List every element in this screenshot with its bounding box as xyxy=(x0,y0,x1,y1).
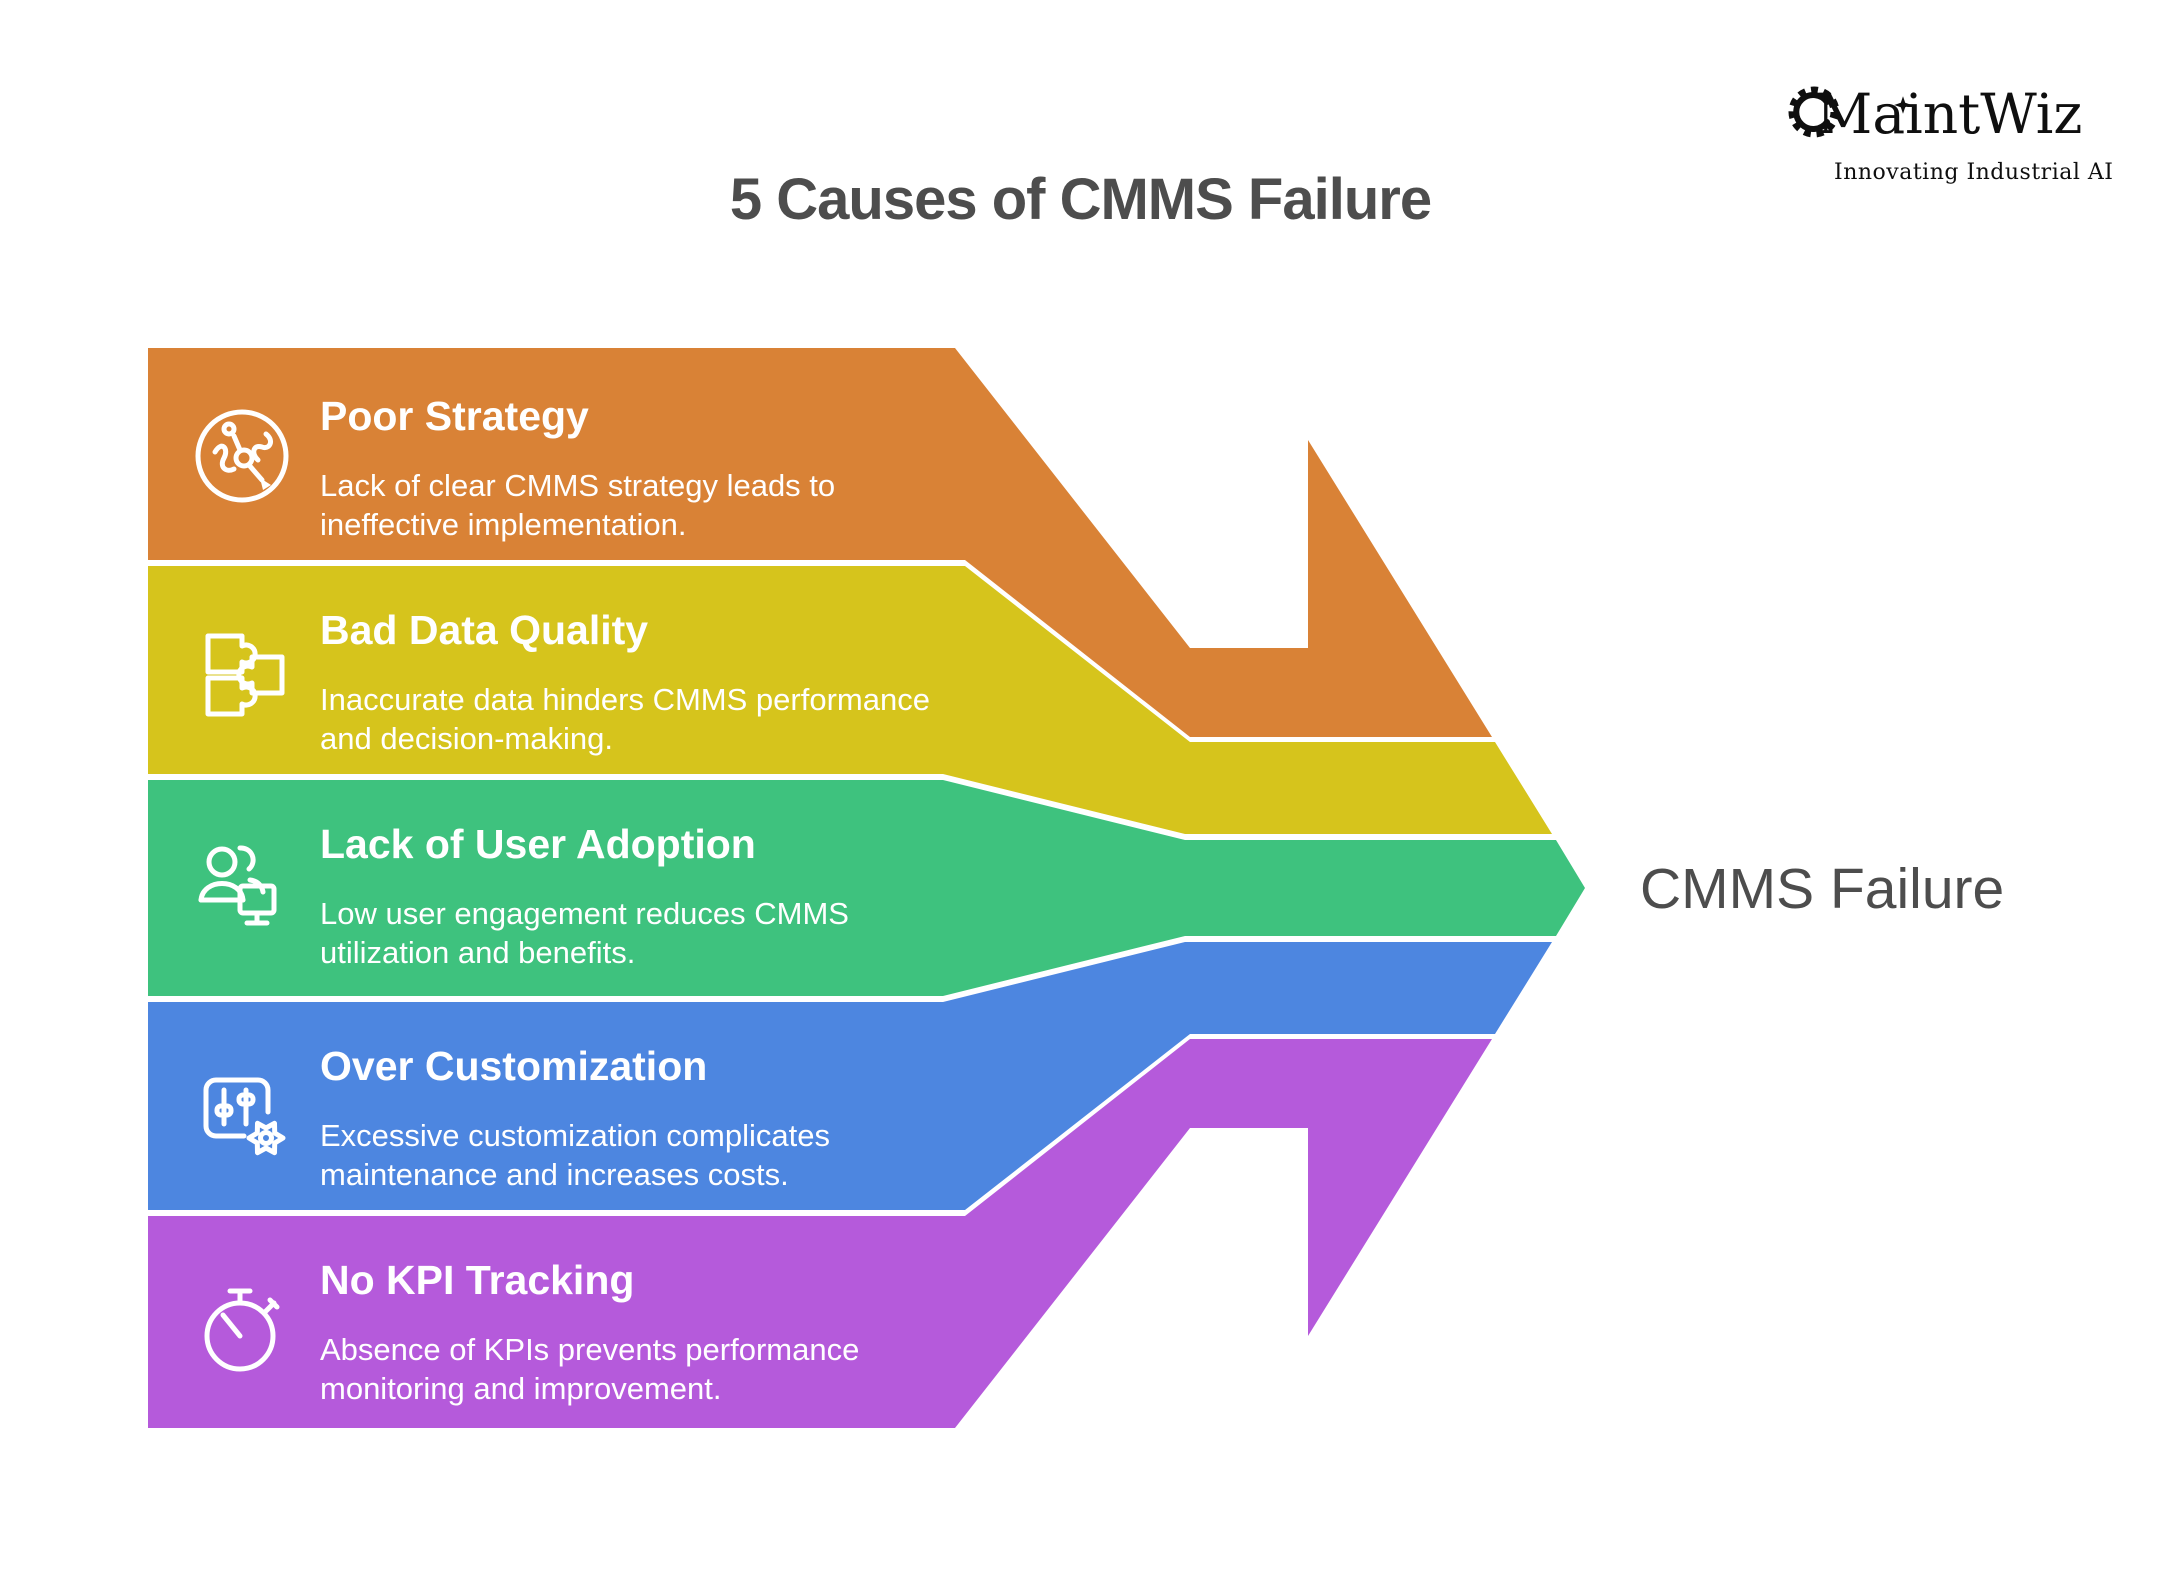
band-no-kpi-tracking: No KPI Tracking Absence of KPIs prevents… xyxy=(320,1256,1000,1408)
band-over-customization: Over Customization Excessive customizati… xyxy=(320,1042,1000,1194)
gear-icon xyxy=(1788,86,1840,138)
result-label: CMMS Failure xyxy=(1640,857,2005,921)
band-shape-bad-data-quality xyxy=(148,566,1552,834)
band-heading: No KPI Tracking xyxy=(320,1257,635,1303)
band-bad-data-quality: Bad Data Quality Inaccurate data hinders… xyxy=(320,606,1000,758)
page-title: 5 Causes of CMMS Failure xyxy=(729,167,1432,232)
band-shape-lack-of-user-adoption xyxy=(148,780,1585,996)
band-description-line: ineffective implementation. xyxy=(320,507,687,542)
sparkle-icon xyxy=(1894,96,1912,114)
band-heading: Bad Data Quality xyxy=(320,607,649,653)
band-heading: Over Customization xyxy=(320,1043,708,1089)
maintwiz-logo: MaintWiz Innovating Industrial AI xyxy=(1788,74,2113,194)
band-shape-over-customization xyxy=(148,942,1552,1210)
band-description: Inaccurate data hinders CMMS performance… xyxy=(320,680,1000,758)
band-description-line: maintenance and increases costs. xyxy=(320,1157,789,1192)
band-description-line: Excessive customization complicates xyxy=(320,1118,830,1153)
band-description-line: monitoring and improvement. xyxy=(320,1371,722,1406)
band-heading: Poor Strategy xyxy=(320,393,589,439)
users-monitor-icon xyxy=(198,845,277,926)
band-description-line: Inaccurate data hinders CMMS performance xyxy=(320,682,930,717)
band-description-line: Low user engagement reduces CMMS xyxy=(320,896,849,931)
logo-wordmark: MaintWiz xyxy=(1816,82,2083,146)
logo-tagline: Innovating Industrial AI xyxy=(1834,160,2114,185)
strategy-route-icon xyxy=(195,409,289,503)
band-description: Lack of clear CMMS strategy leads to ine… xyxy=(320,466,1000,544)
band-description: Low user engagement reduces CMMS utiliza… xyxy=(320,894,1000,972)
puzzle-icon xyxy=(205,633,285,717)
band-shape-no-kpi-tracking xyxy=(148,1039,1492,1428)
band-description: Absence of KPIs prevents performance mon… xyxy=(320,1330,1000,1408)
band-description-line: and decision-making. xyxy=(320,721,613,756)
band-poor-strategy: Poor Strategy Lack of clear CMMS strateg… xyxy=(320,392,1000,544)
band-description: Excessive customization complicates main… xyxy=(320,1116,1000,1194)
band-description-line: utilization and benefits. xyxy=(320,935,636,970)
sliders-gear-icon xyxy=(203,1077,286,1156)
band-shape-poor-strategy xyxy=(148,348,1492,737)
stopwatch-icon xyxy=(204,1288,280,1372)
band-lack-of-user-adoption: Lack of User Adoption Low user engagemen… xyxy=(320,820,1000,972)
band-description-line: Absence of KPIs prevents performance xyxy=(320,1332,860,1367)
band-description-line: Lack of clear CMMS strategy leads to xyxy=(320,468,836,503)
band-heading: Lack of User Adoption xyxy=(320,821,756,867)
